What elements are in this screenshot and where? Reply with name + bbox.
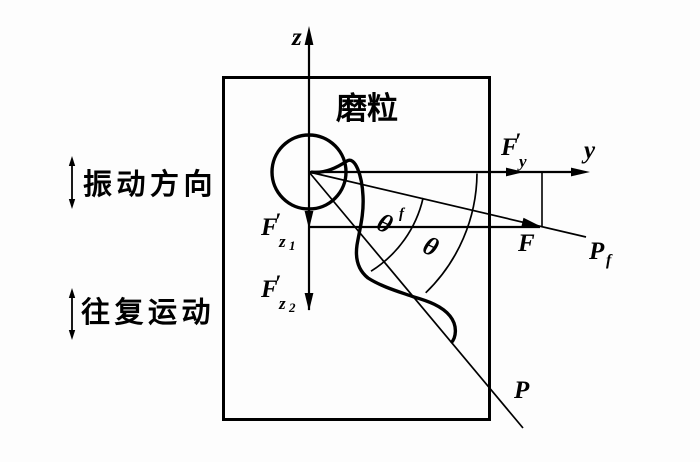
svg-text:2: 2 [288,300,296,315]
box-label: 磨粒 [336,91,398,126]
fz2-arrowhead [304,293,314,311]
svg-text:f: f [606,252,613,269]
svg-text:z: z [278,294,286,313]
f-arrowhead [521,217,540,226]
svg-text:θ: θ [373,208,398,240]
svg-text:′: ′ [275,208,281,233]
theta-f-arc [370,197,424,272]
svg-text:F: F [260,214,278,241]
theta-arc [425,173,478,294]
pf-line [308,171,587,238]
fz2-label: F ′ z 2 [260,270,296,315]
fz1-arrowhead [304,211,314,229]
fz1-label: F ′ z 1 [260,208,296,253]
p-label: P [513,377,530,404]
svg-text:P: P [588,238,605,265]
reciprocation-arrow [68,288,76,340]
wavy-path [310,158,458,345]
svg-text:f: f [399,206,406,222]
svg-text:θ: θ [419,231,444,263]
p-line [308,171,524,429]
theta-label: θ [419,231,444,263]
workpiece-box [222,76,491,421]
svg-text:z: z [278,232,286,251]
vibration-arrow [68,156,76,209]
y-axis-arrowhead [571,167,590,177]
theta-f-label: θ f [373,206,406,240]
reciprocation-label: 往复运动 [81,295,215,329]
y-axis-label: y [581,137,596,164]
pf-label: P f [588,238,613,269]
vibration-label: 振动方向 [83,167,217,201]
svg-text:′: ′ [275,270,281,295]
svg-text:′: ′ [515,128,521,153]
svg-text:1: 1 [289,238,296,253]
fy-arrowhead [506,167,524,177]
fy-label: F ′ y [500,128,527,171]
svg-text:F: F [260,276,278,303]
abrasive-grain-circle [270,133,348,211]
f-label: F [517,230,535,257]
svg-text:F: F [500,134,518,161]
z-axis-label: z [291,24,302,51]
z-axis-arrowhead [304,26,314,45]
svg-text:y: y [517,152,527,171]
